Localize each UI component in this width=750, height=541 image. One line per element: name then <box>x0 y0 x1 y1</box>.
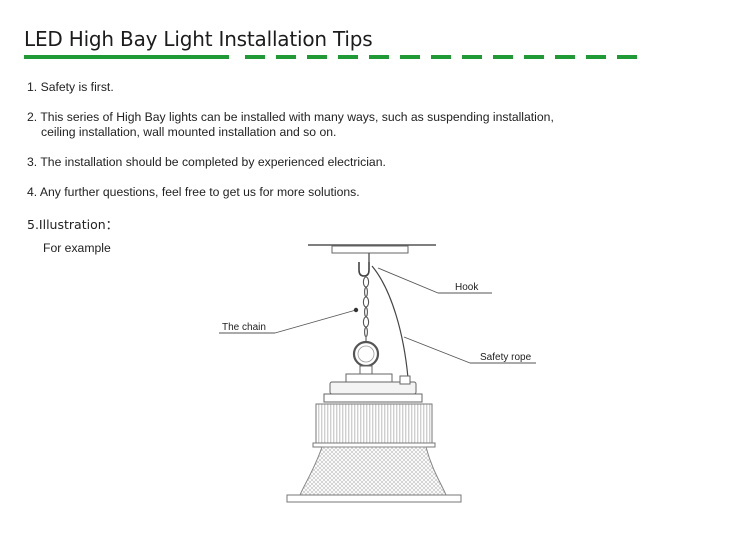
tip-text: The installation should be completed by … <box>40 155 386 169</box>
tip-number: 4. <box>27 185 38 199</box>
title-underline-dash <box>276 55 296 59</box>
title-underline-dash <box>462 55 482 59</box>
lifting-ring <box>352 340 380 375</box>
tip-number: 2. <box>27 110 38 124</box>
tip-text: Any further questions, feel free to get … <box>39 185 360 199</box>
tip-number: 3. <box>27 155 38 169</box>
safety-rope-line <box>371 265 409 379</box>
tip-item: 1. Safety is first. <box>27 80 114 95</box>
illustration-label: 5.Illustration： <box>27 217 119 232</box>
heat-sink <box>312 403 436 448</box>
title-underline-dash <box>338 55 358 59</box>
title-underline-dash <box>369 55 389 59</box>
tip-item: 3. The installation should be completed … <box>27 155 386 170</box>
driver-housing <box>323 373 423 403</box>
illustration-caption: For example <box>43 241 111 255</box>
reflector <box>286 446 462 503</box>
callout-label-chain: The chain <box>222 322 266 333</box>
title-underline <box>24 54 650 60</box>
title-underline-dash <box>400 55 420 59</box>
title-underline-dash <box>493 55 513 59</box>
tip-text: Safety is first. <box>40 80 114 94</box>
title-underline-dash <box>617 55 637 59</box>
tip-number: 1. <box>27 80 38 94</box>
callout-dot <box>353 307 359 313</box>
title-underline-dash <box>555 55 575 59</box>
callout-hook: Hook <box>377 267 492 294</box>
page-title: LED High Bay Light Installation Tips <box>24 27 373 51</box>
callout-chain: The chain <box>219 307 359 334</box>
ceiling-mount <box>308 244 436 254</box>
tip-item: 4. Any further questions, feel free to g… <box>27 185 360 200</box>
title-underline-dash <box>431 55 451 59</box>
title-underline-solid <box>24 55 229 59</box>
title-underline-dash <box>524 55 544 59</box>
callout-safety-rope: Safety rope <box>403 336 536 364</box>
tip-item: 2. This series of High Bay lights can be… <box>27 110 554 140</box>
callout-label-safety-rope: Safety rope <box>480 352 532 363</box>
chain-icon <box>362 276 370 343</box>
callout-label-hook: Hook <box>455 282 479 293</box>
tip-text-continued: ceiling installation, wall mounted insta… <box>41 125 337 139</box>
hook-icon <box>358 253 370 277</box>
title-underline-dash <box>307 55 327 59</box>
tip-text: This series of High Bay lights can be in… <box>40 110 554 124</box>
title-underline-dash <box>245 55 265 59</box>
title-underline-dash <box>586 55 606 59</box>
